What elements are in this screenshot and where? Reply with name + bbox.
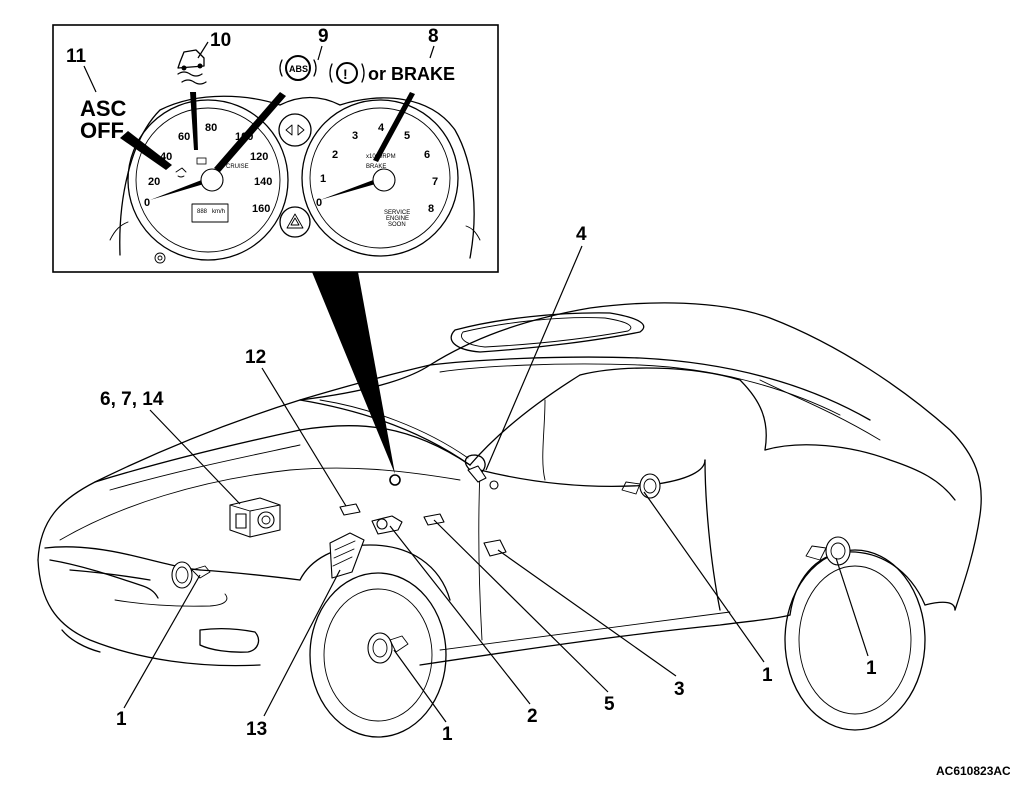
callout-1-front-right: 1 xyxy=(442,724,453,745)
callout-1a-group: 1 xyxy=(116,574,201,730)
combination-meter-location-marker xyxy=(389,474,401,486)
callout-13: 13 xyxy=(246,719,267,740)
skid-car-icon xyxy=(177,49,207,85)
callout-6-7-14: 6, 7, 14 xyxy=(100,389,164,410)
kmh-label: km/h xyxy=(212,209,225,215)
hydraulic-unit xyxy=(229,497,281,538)
service-engine-soon-1: SERVICE xyxy=(384,210,410,216)
brake-pointer xyxy=(373,92,415,162)
svg-text:ABS: ABS xyxy=(289,64,308,74)
service-engine-soon-2: ENGINE xyxy=(386,216,409,222)
callout-12-group: 12 xyxy=(245,347,347,507)
speedo-tick-120: 120 xyxy=(250,151,268,163)
callout-5: 5 xyxy=(604,694,615,715)
callout-13-group: 13 xyxy=(246,569,341,740)
asc-off-switch xyxy=(467,465,499,490)
speedo-tick-60: 60 xyxy=(178,131,190,143)
callout-1d-group: 1 xyxy=(835,557,877,679)
tacho-tick-4: 4 xyxy=(378,122,385,134)
speedo-tick-140: 140 xyxy=(254,176,272,188)
asc-off-text-1: ASC xyxy=(80,96,127,121)
tacho-tick-0: 0 xyxy=(316,197,322,209)
skid-indicator-callout: 10 xyxy=(177,30,231,150)
abs-pointer xyxy=(214,92,286,172)
wheel-speed-sensor-rear-left xyxy=(621,473,661,499)
tachometer-ticks: 0 1 2 3 4 5 6 7 8 x1000RPM BRAKE SERVICE… xyxy=(316,122,438,228)
brake-warning-icon: ! xyxy=(329,62,365,84)
speedo-tick-20: 20 xyxy=(148,176,160,188)
wheel-speed-sensor-front-left xyxy=(171,561,211,589)
callout-2-group: 2 xyxy=(389,525,538,727)
or-brake-text: or BRAKE xyxy=(368,64,455,84)
callout-10: 10 xyxy=(210,30,231,51)
tacho-tick-5: 5 xyxy=(404,130,410,142)
skid-pointer xyxy=(190,92,198,150)
abs-indicator-callout: 9 ABS xyxy=(214,26,329,172)
wheel-speed-sensor-rear-right xyxy=(805,536,851,566)
callout-8: 8 xyxy=(428,26,439,47)
callout-4-group: 4 xyxy=(485,224,587,471)
callout-2: 2 xyxy=(527,706,538,727)
inset-pointer-wedge xyxy=(312,272,395,474)
callout-3: 3 xyxy=(674,679,685,700)
brake-lamp-label: BRAKE xyxy=(366,164,386,170)
turn-signal-icon xyxy=(285,124,305,136)
asc-ecu xyxy=(329,532,365,579)
speedo-tick-80: 80 xyxy=(205,122,217,134)
abs-lamp-small xyxy=(196,157,207,165)
skid-lamp-small xyxy=(175,167,187,178)
tacho-tick-8: 8 xyxy=(428,203,434,215)
callout-3-group: 3 xyxy=(497,549,685,700)
callout-9: 9 xyxy=(318,26,329,47)
callout-5-group: 5 xyxy=(433,519,615,715)
steering-wheel-sensor xyxy=(371,515,403,535)
speedo-tick-160: 160 xyxy=(252,203,270,215)
tacho-tick-3: 3 xyxy=(352,130,358,142)
odometer-digits: 888 xyxy=(197,209,208,215)
tacho-unit: x1000RPM xyxy=(366,154,396,160)
asc-off-text-2: OFF xyxy=(80,118,124,143)
brake-indicator-callout: 8 ! or BRAKE xyxy=(329,26,455,162)
callout-6-7-14-group: 6, 7, 14 xyxy=(100,389,241,505)
relay-box xyxy=(339,503,361,516)
callout-1c-group: 1 xyxy=(643,491,773,686)
callout-1-front-left: 1 xyxy=(116,709,127,730)
wheel-speed-sensor-front-right xyxy=(367,632,409,664)
service-engine-soon-3: SOON xyxy=(388,222,406,228)
inset-frame xyxy=(52,24,499,273)
tacho-tick-6: 6 xyxy=(424,149,430,161)
callout-4: 4 xyxy=(576,224,587,245)
callout-1-rear-right: 1 xyxy=(866,658,877,679)
tacho-tick-7: 7 xyxy=(432,176,438,188)
hazard-icon xyxy=(286,213,304,229)
tacho-tick-2: 2 xyxy=(332,149,338,161)
callout-12: 12 xyxy=(245,347,266,368)
tacho-tick-1: 1 xyxy=(320,173,326,185)
asc-off-indicator-callout: 11 ASC OFF xyxy=(66,46,172,170)
abs-warning-icon: ABS xyxy=(279,55,317,81)
instrument-cluster xyxy=(109,95,481,264)
callout-11: 11 xyxy=(66,46,87,67)
asc-off-pointer xyxy=(120,131,172,170)
stoplight-switch xyxy=(423,513,445,526)
callout-1-rear-left: 1 xyxy=(762,665,773,686)
reference-code: AC610823AC xyxy=(936,764,1010,778)
speedo-tick-0: 0 xyxy=(144,197,150,209)
callout-1b-group: 1 xyxy=(393,649,453,745)
svg-text:!: ! xyxy=(343,66,348,82)
cruise-label: CRUISE xyxy=(226,164,249,170)
car-outline xyxy=(37,302,982,738)
speedometer-ticks: 0 20 40 60 80 100 120 140 160 CRUISE 888… xyxy=(144,122,272,223)
